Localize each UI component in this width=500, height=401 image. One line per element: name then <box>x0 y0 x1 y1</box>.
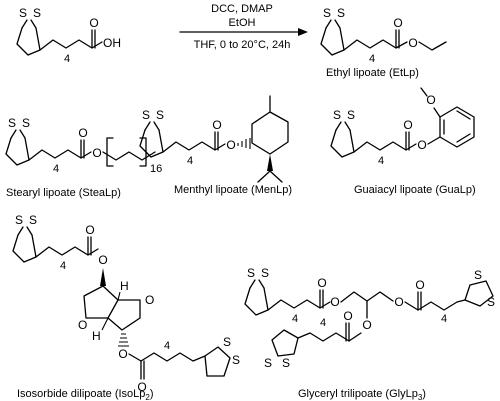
atom-label-s: S <box>247 266 255 280</box>
reagents-mid: EtOH <box>229 17 256 29</box>
atom-label-s: S <box>333 108 341 122</box>
stearyl-lipoate-structure: S S 4 O O 16 <box>5 116 162 175</box>
compound-name-isosorbide-dilipoate: Isosorbide dilipoate (IsoLp2) <box>17 388 154 401</box>
chain-repeat-label: 4 <box>64 53 70 65</box>
atom-label-o: O <box>408 36 417 50</box>
chain-repeat-label: 4 <box>60 260 66 272</box>
atom-label-o: O <box>343 309 352 323</box>
atom-label-s: S <box>19 6 27 20</box>
compound-name-guaiacyl-lipoate: Guaiacyl lipoate (GuaLp) <box>354 184 476 196</box>
reaction-arrowhead <box>298 28 308 36</box>
reaction-conditions: THF, 0 to 20°C, 24h <box>194 39 291 51</box>
atom-label-s: S <box>8 116 16 130</box>
atom-label-o: O <box>137 380 146 394</box>
atom-label-s: S <box>33 6 41 20</box>
atom-label-o: O <box>317 276 326 290</box>
atom-label-o: O <box>393 16 402 30</box>
atom-label-s: S <box>15 213 23 227</box>
chain-repeat-label: 4 <box>164 340 170 352</box>
atom-label-o: O <box>417 138 426 152</box>
reaction-arrow-group: DCC, DMAP EtOH THF, 0 to 20°C, 24h <box>179 3 308 51</box>
compound-name-stearyl-lipoate: Stearyl lipoate (SteaLp) <box>6 187 121 199</box>
chain-repeat-label: 4 <box>441 313 447 325</box>
compound-name-menthyl-lipoate: Menthyl lipoate (MenLp) <box>174 184 292 196</box>
atom-label-oh: OH <box>103 36 121 50</box>
atom-label-s: S <box>22 116 30 130</box>
atom-label-o: O <box>426 93 435 107</box>
atom-label-o: O <box>89 16 98 30</box>
atom-label-o: O <box>226 138 235 152</box>
atom-label-o: O <box>118 347 127 361</box>
guaiacyl-lipoate-structure: S S 4 O O O <box>330 87 475 167</box>
atom-label-s: S <box>282 356 290 370</box>
atom-label-s: S <box>261 266 269 280</box>
atom-label-s: S <box>337 6 345 20</box>
atom-label-o: O <box>415 278 424 292</box>
atom-label-o: O <box>85 223 94 237</box>
atom-label-o: O <box>362 318 371 332</box>
atom-label-s: S <box>232 353 240 367</box>
atom-label-o: O <box>330 295 339 309</box>
atom-label-o: O <box>145 293 154 307</box>
lipoic-acid-structure: S S 4 O OH <box>16 6 121 65</box>
atom-label-o: O <box>98 253 107 267</box>
atom-label-o: O <box>78 126 87 140</box>
atom-label-o: O <box>403 118 412 132</box>
atom-label-s: S <box>156 108 164 122</box>
glyceryl-trilipoate-structure: S S 4 O O O O O 4 S S O 4 S S <box>244 266 495 370</box>
atom-label-s: S <box>264 356 272 370</box>
compound-name-ethyl-lipoate: Ethyl lipoate (EtLp) <box>326 67 419 79</box>
atom-label-s: S <box>29 213 37 227</box>
atom-label-s: S <box>142 108 150 122</box>
atom-label-s: S <box>487 295 495 309</box>
chain-repeat-label: 4 <box>320 317 326 329</box>
chain-repeat-label: 4 <box>378 155 384 167</box>
menthyl-lipoate-structure: S S 4 O O <box>139 95 289 183</box>
atom-label-s: S <box>474 268 482 282</box>
chain-repeat-label: 4 <box>369 53 375 65</box>
atom-label-o: O <box>212 118 221 132</box>
atom-label-o: O <box>394 295 403 309</box>
chain-repeat-label: 16 <box>150 163 162 175</box>
chain-repeat-label: 4 <box>187 155 193 167</box>
atom-label-o: O <box>78 318 87 332</box>
atom-label-s: S <box>347 108 355 122</box>
atom-label-h: H <box>92 329 101 343</box>
reagents-top: DCC, DMAP <box>211 3 273 15</box>
atom-label-h: H <box>120 279 129 293</box>
ethyl-lipoate-structure: S S 4 O O <box>320 6 447 65</box>
atom-label-s: S <box>223 335 231 349</box>
isosorbide-dilipoate-structure: S S 4 O O O O H H O O 4 S S <box>12 213 240 394</box>
chain-repeat-label: 4 <box>292 313 298 325</box>
atom-label-s: S <box>323 6 331 20</box>
atom-label-o: O <box>92 146 101 160</box>
compound-name-glyceryl-trilipoate: Glyceryl trilipoate (GlyLp3) <box>298 388 426 401</box>
chain-repeat-label: 4 <box>53 163 59 175</box>
